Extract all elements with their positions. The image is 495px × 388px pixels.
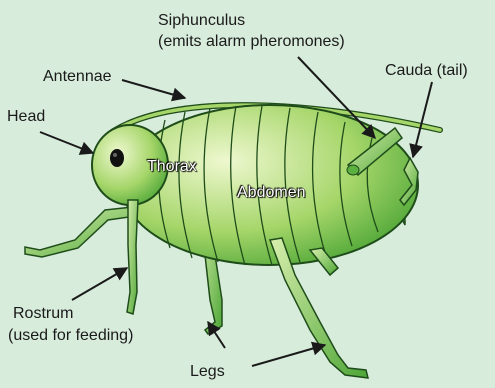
- legs-arrow-right: [252, 345, 325, 366]
- thorax-label: Thorax: [147, 157, 197, 176]
- rostrum-arrow: [72, 268, 127, 300]
- abdomen-label: Abdomen: [237, 183, 306, 202]
- cauda-arrow: [413, 82, 432, 157]
- head-label: Head: [7, 107, 45, 126]
- antennae-label: Antennae: [43, 67, 112, 86]
- siphunculus-note-label: (emits alarm pheromones): [158, 32, 345, 51]
- rostrum-note-label: (used for feeding): [8, 326, 133, 345]
- legs-label: Legs: [190, 362, 225, 381]
- rostrum-label: Rostrum: [13, 304, 73, 323]
- antennae-arrow: [122, 80, 185, 98]
- cauda-label: Cauda (tail): [385, 61, 468, 80]
- eye-icon: [110, 149, 124, 167]
- siphunculus-label: Siphunculus: [158, 11, 245, 30]
- head-arrow: [40, 132, 93, 153]
